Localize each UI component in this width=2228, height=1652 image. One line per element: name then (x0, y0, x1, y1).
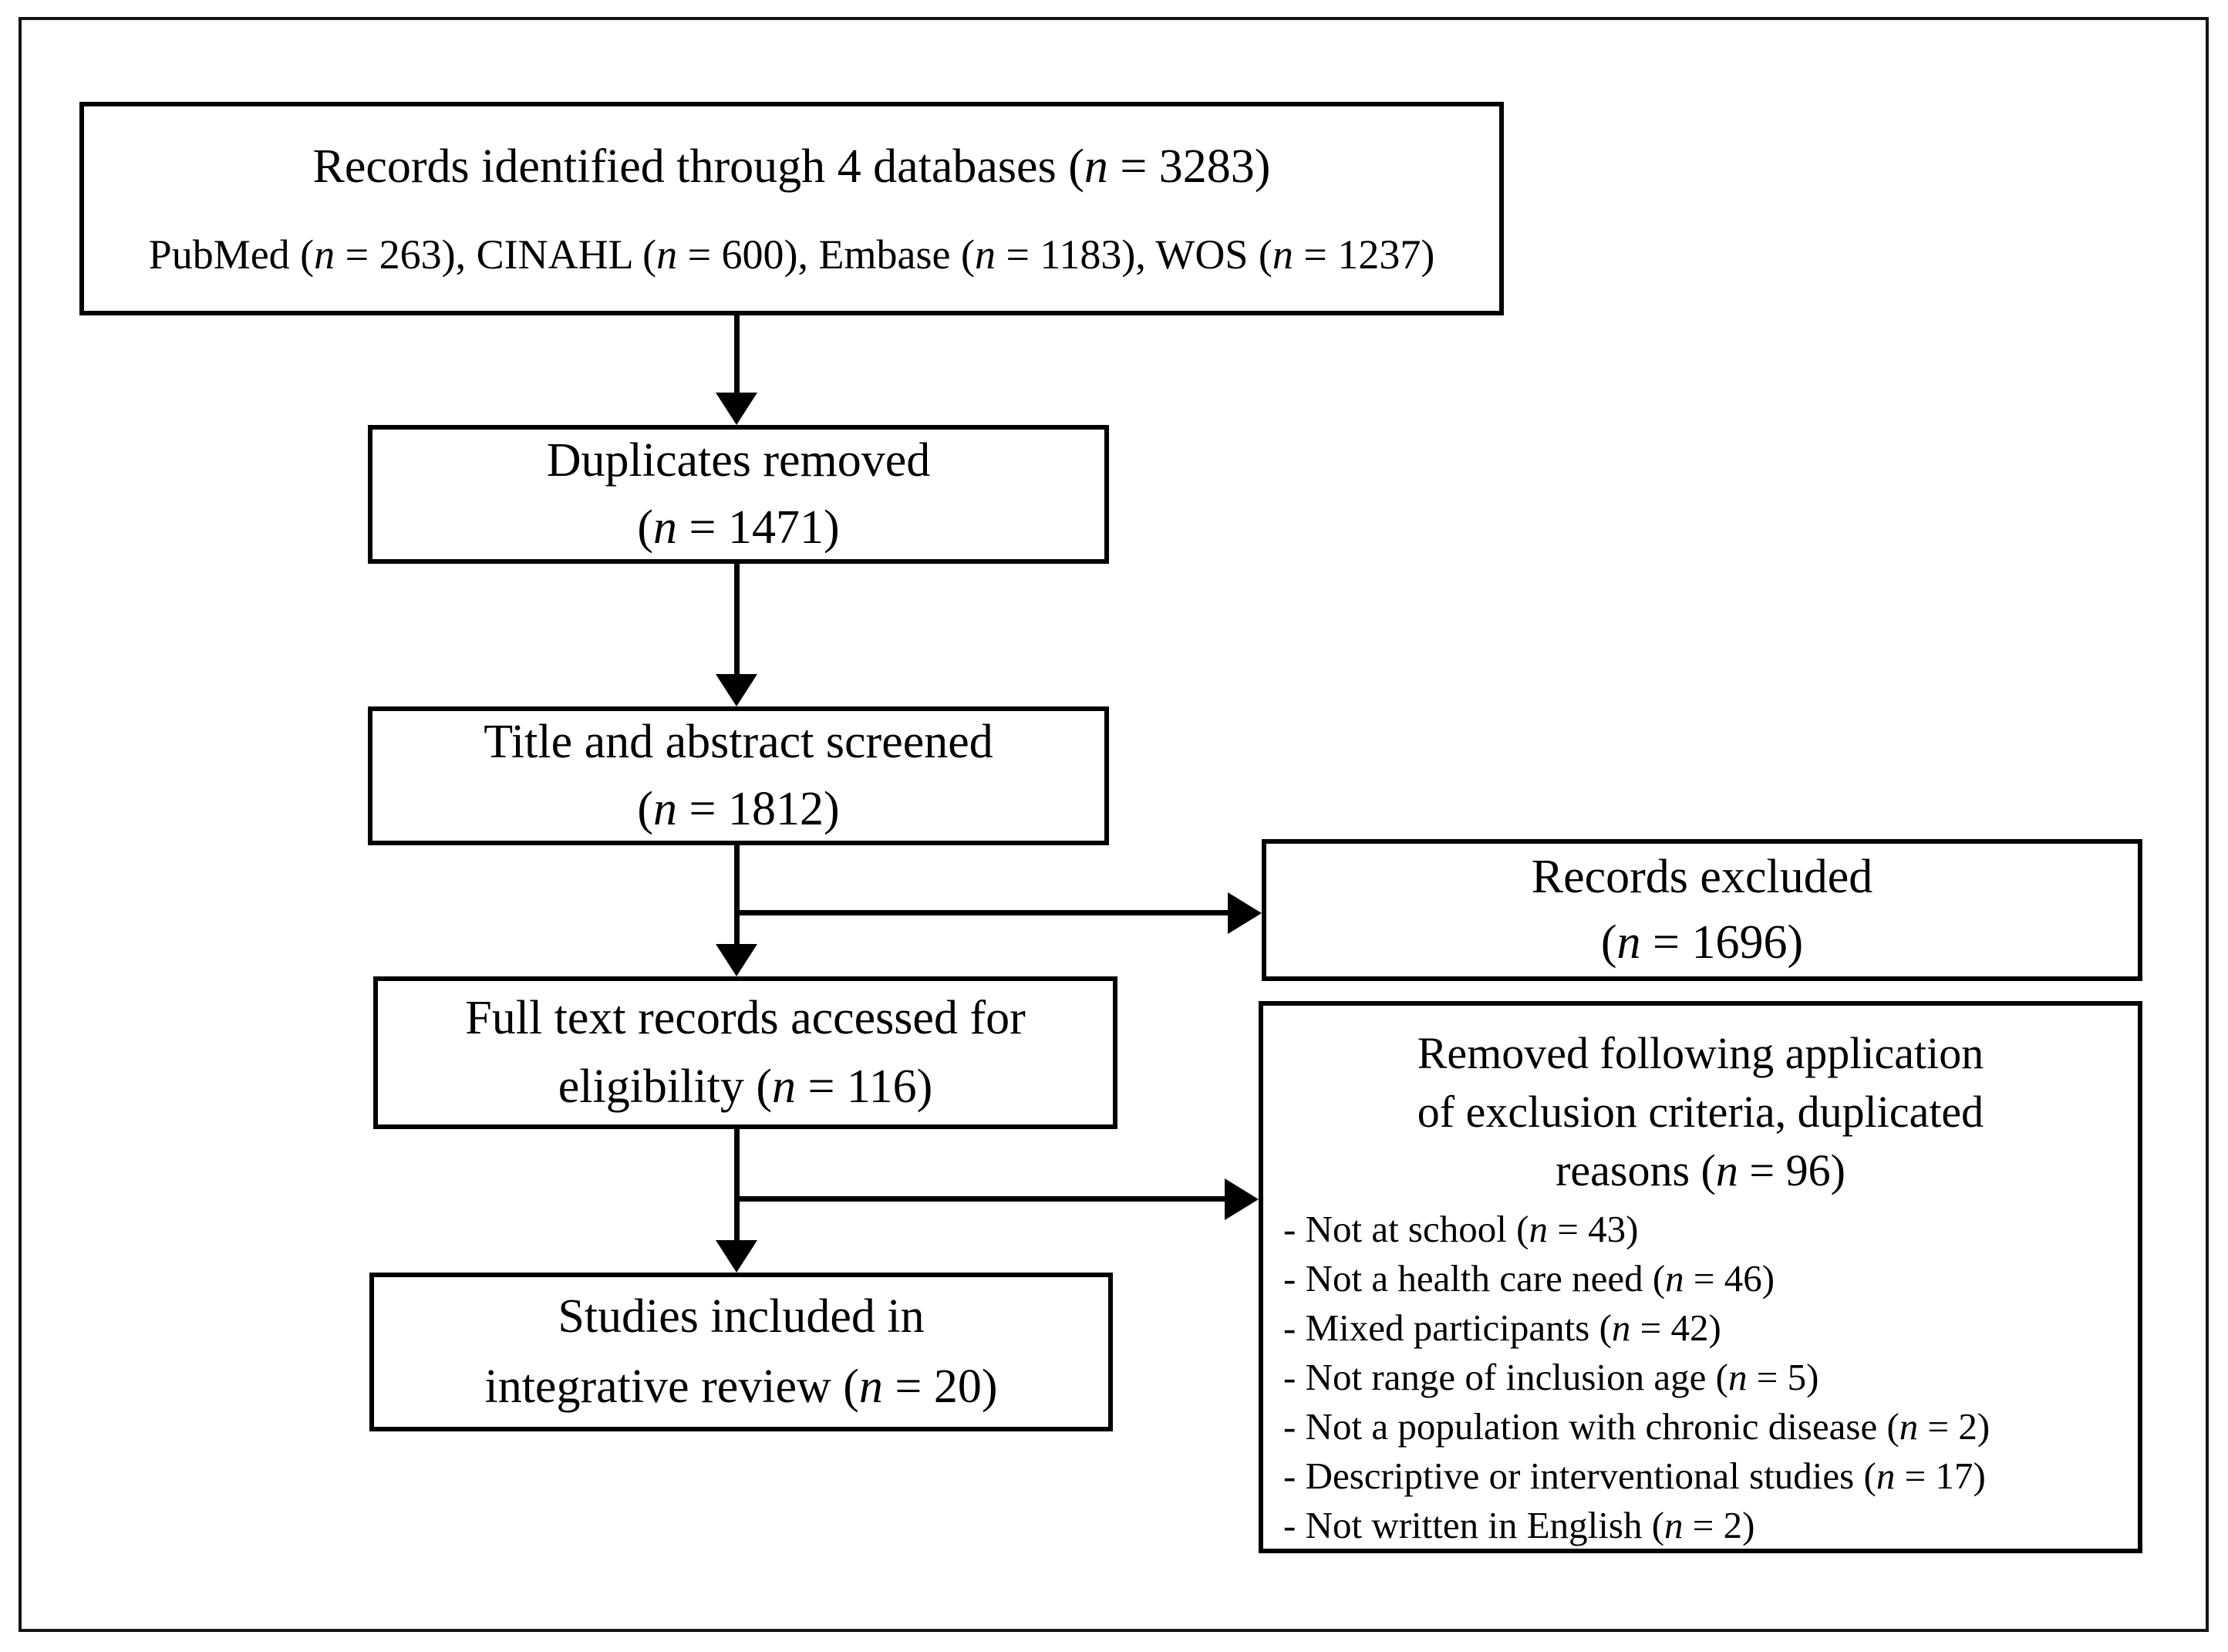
arrow-screened-to-fulltext-head (716, 944, 757, 976)
arrow-fulltext-to-included-shaft (734, 1129, 740, 1242)
records-identified-title: Records identified through 4 databases (… (312, 140, 1271, 193)
arrow-branch-to-exclusion-reasons-head (1225, 1178, 1259, 1220)
duplicates-removed-count: (n = 1471) (637, 501, 840, 554)
exclusion-reason-item: - Not at school (n = 43) (1283, 1208, 1639, 1250)
exclusion-reason-item: - Not a health care need (n = 46) (1283, 1257, 1775, 1300)
studies-included-line2: integrative review (n = 20) (484, 1360, 998, 1413)
records-excluded-title: Records excluded (1531, 850, 1873, 903)
exclusion-reasons-box: Removed following application of exclusio… (1259, 1001, 2142, 1553)
exclusion-reasons-heading-line: reasons (n = 96) (1556, 1145, 1845, 1195)
exclusion-reason-item: - Not range of inclusion age (n = 5) (1283, 1356, 1819, 1398)
arrow-branch-to-records-excluded-head (1228, 892, 1262, 934)
arrow-screened-to-fulltext-shaft (734, 845, 740, 946)
duplicates-removed-title: Duplicates removed (546, 433, 931, 487)
title-abstract-screened-box: Title and abstract screened (n = 1812) (368, 706, 1109, 845)
fulltext-eligibility-box: Full text records accessed for eligibili… (373, 976, 1117, 1129)
fulltext-eligibility-line2: eligibility (n = 116) (558, 1060, 933, 1113)
duplicates-removed-box: Duplicates removed (n = 1471) (368, 425, 1109, 564)
records-excluded-count: (n = 1696) (1600, 916, 1804, 969)
arrow-duplicates-to-screened-head (716, 674, 757, 706)
exclusion-reasons-heading-line: Removed following application (1417, 1028, 1984, 1078)
exclusion-reasons-heading: Removed following application of exclusio… (1417, 1024, 1984, 1200)
title-abstract-screened-title: Title and abstract screened (484, 715, 993, 768)
studies-included-box: Studies included in integrative review (… (369, 1273, 1113, 1431)
exclusion-reasons-heading-line: of exclusion criteria, duplicated (1417, 1087, 1984, 1137)
arrow-identified-to-duplicates-head (716, 393, 757, 425)
arrow-fulltext-to-included-head (716, 1240, 757, 1273)
exclusion-reason-item: - Mixed participants (n = 42) (1283, 1306, 1721, 1349)
records-identified-box: Records identified through 4 databases (… (79, 102, 1504, 315)
exclusion-reasons-list: - Not at school (n = 43) - Not a health c… (1274, 1205, 2127, 1550)
exclusion-reason-item: - Not a population with chronic disease … (1283, 1405, 1990, 1448)
arrow-identified-to-duplicates-shaft (734, 315, 740, 394)
records-excluded-box: Records excluded (n = 1696) (1262, 839, 2142, 981)
title-abstract-screened-count: (n = 1812) (637, 783, 840, 835)
studies-included-line1: Studies included in (558, 1290, 925, 1343)
arrow-branch-to-records-excluded-shaft (734, 910, 1229, 915)
fulltext-eligibility-line1: Full text records accessed for (465, 991, 1026, 1044)
exclusion-reason-item: - Not written in English (n = 2) (1283, 1504, 1755, 1546)
records-identified-databases: PubMed (n = 263), CINAHL (n = 600), Emba… (148, 231, 1435, 278)
arrow-branch-to-exclusion-reasons-shaft (734, 1196, 1226, 1202)
arrow-duplicates-to-screened-shaft (734, 564, 740, 674)
exclusion-reason-item: - Descriptive or interventional studies … (1283, 1455, 1986, 1497)
